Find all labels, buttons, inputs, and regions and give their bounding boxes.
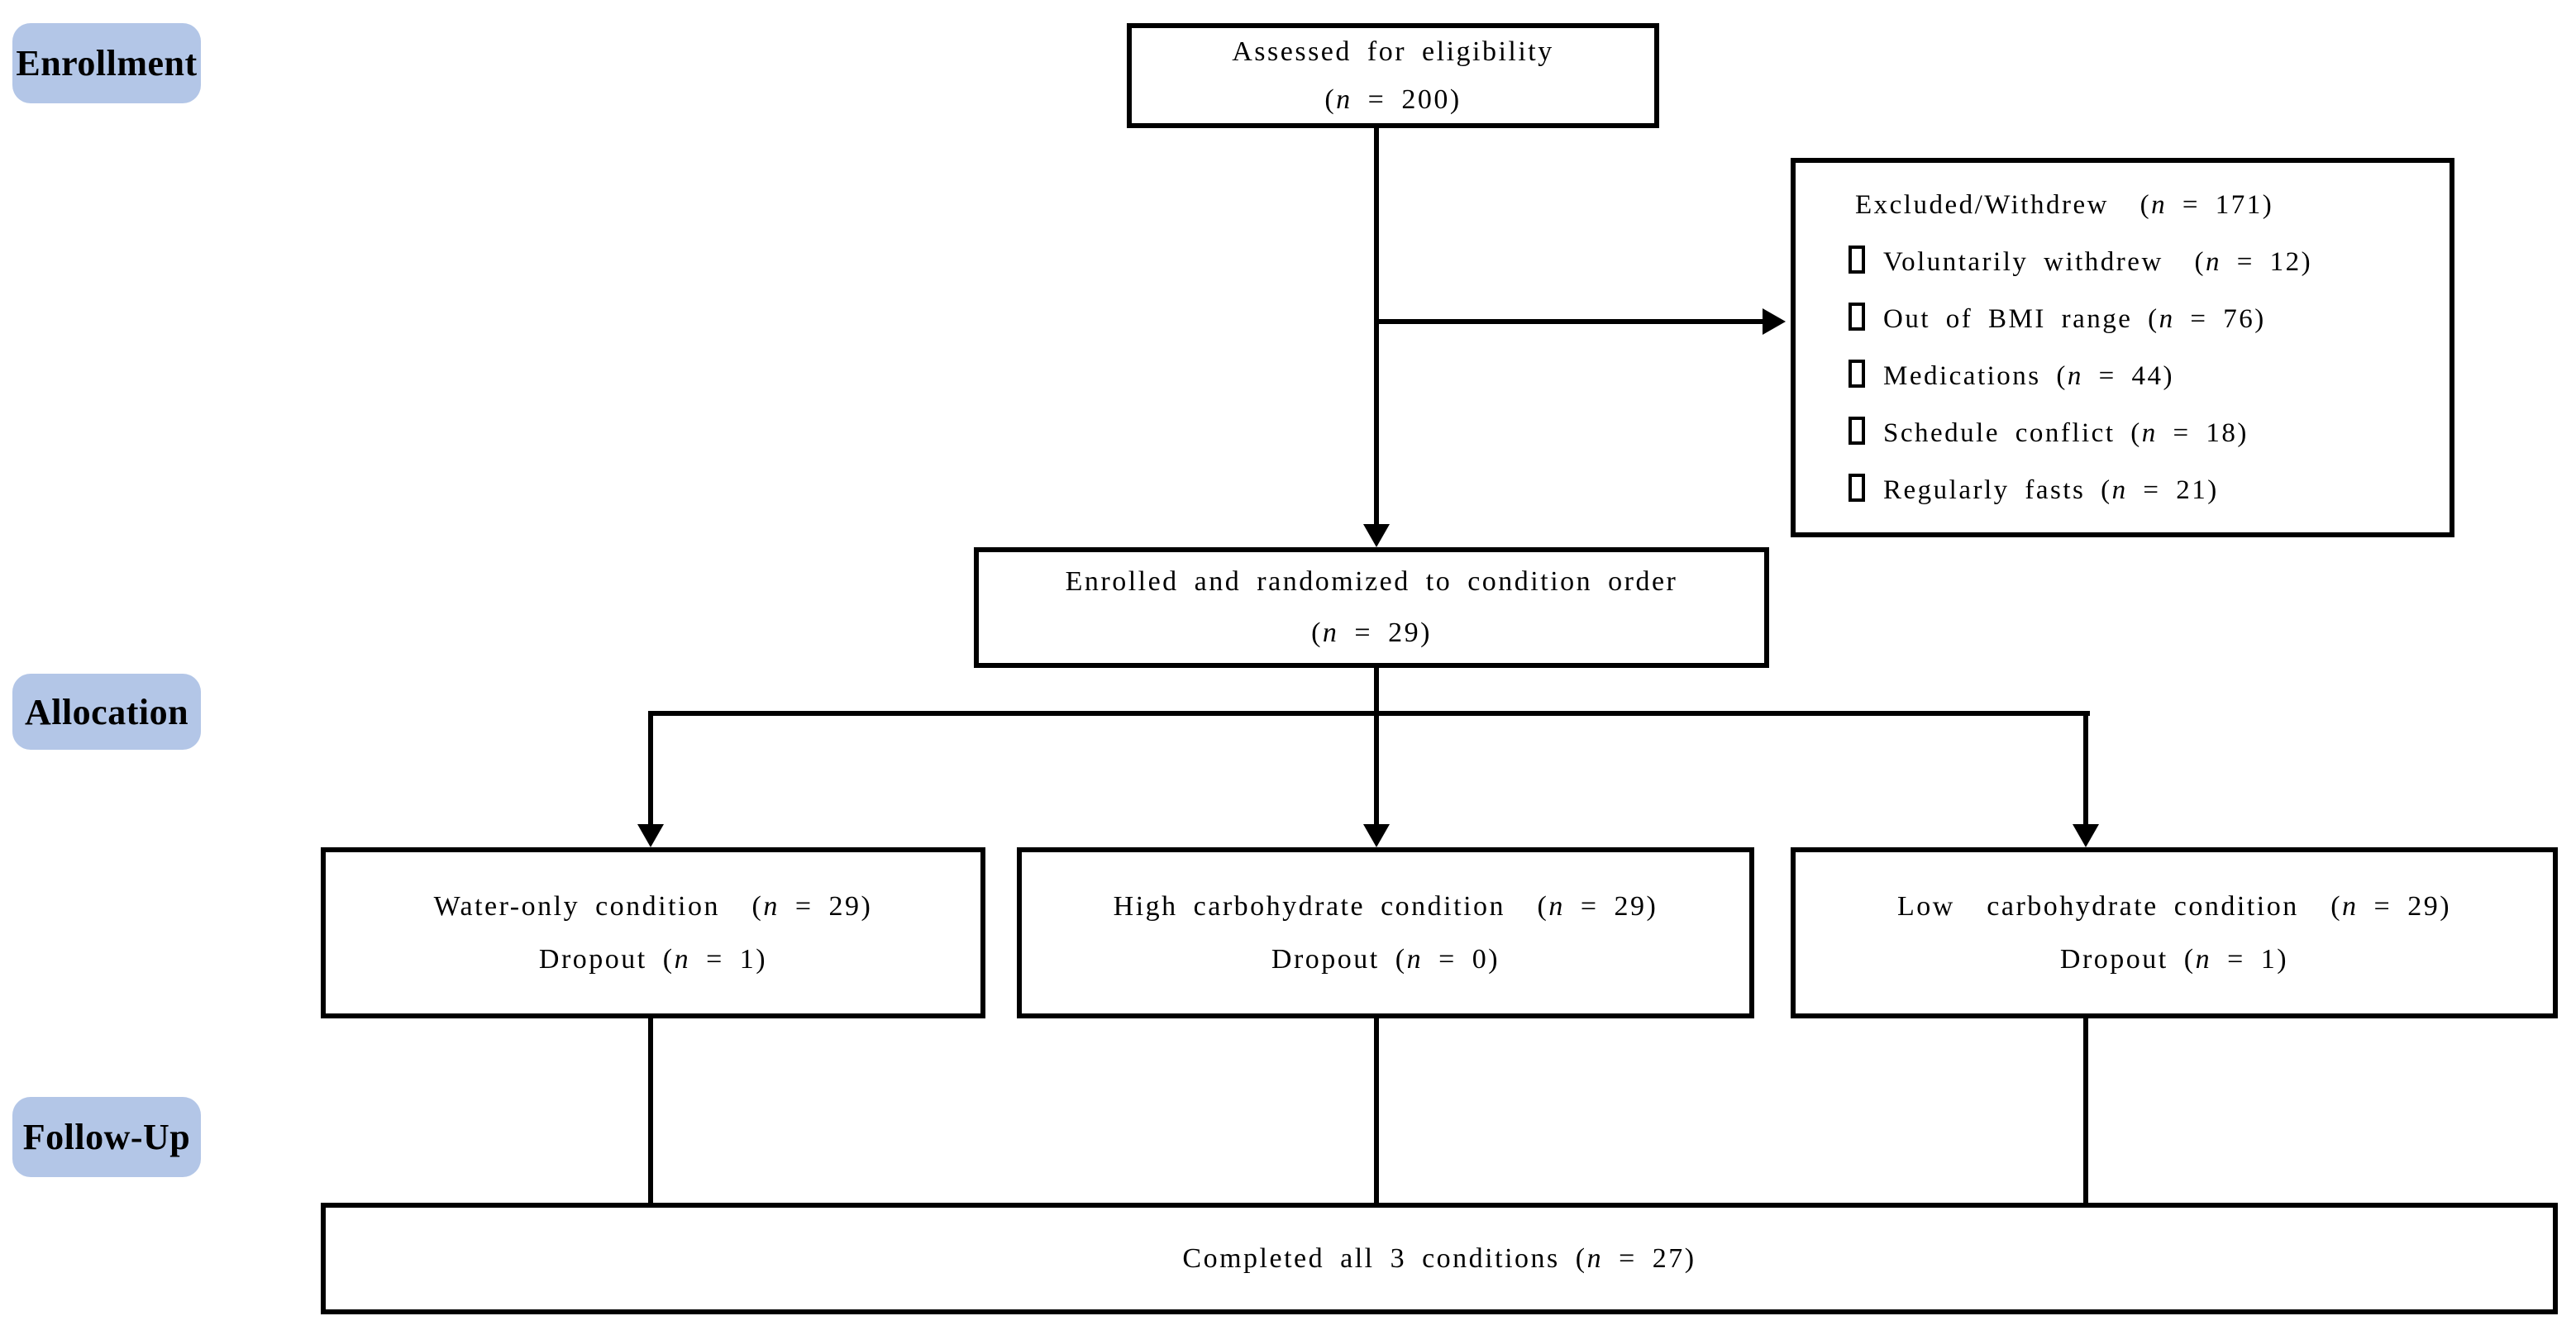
missing-glyph-bullet-icon <box>1849 359 1865 388</box>
excluded-item: Schedule conflict (n = 18) <box>1849 405 2249 462</box>
missing-glyph-bullet-icon <box>1849 245 1865 274</box>
excluded-item-text: Schedule conflict (n = 18) <box>1883 417 2249 448</box>
followup-stage-label: Follow-Up <box>12 1097 201 1177</box>
excluded-item: Voluntarily withdrew (n = 12) <box>1849 234 2312 291</box>
high-carbohydrate-condition-box: High carbohydrate condition (n = 29) Dro… <box>1017 847 1754 1018</box>
excluded-header: Excluded/Withdrew (n = 171) <box>1855 189 2274 220</box>
excluded-item-text: Voluntarily withdrew (n = 12) <box>1883 246 2313 277</box>
water-dropout: Dropout (n = 1) <box>538 943 768 975</box>
connector-high-carb-to-completed <box>1374 1018 1379 1203</box>
excluded-item: Out of BMI range (n = 76) <box>1849 291 2266 348</box>
high-carb-dropout: Dropout (n = 0) <box>1271 943 1500 975</box>
water-line1: Water-only condition (n = 29) <box>433 890 873 922</box>
allocation-branch-line <box>648 711 2090 716</box>
low-carb-dropout: Dropout (n = 1) <box>2059 943 2289 975</box>
missing-glyph-bullet-icon <box>1849 473 1865 502</box>
enrollment-stage-label: Enrollment <box>12 23 201 103</box>
allocation-stage-label: Allocation <box>12 674 201 750</box>
connector-low-carb-to-completed <box>2083 1018 2088 1203</box>
excluded-item-text: Out of BMI range (n = 76) <box>1883 303 2266 334</box>
excluded-item: Regularly fasts (n = 21) <box>1849 462 2219 519</box>
arrowhead-to-low-carb-icon <box>2073 824 2099 847</box>
enrolled-count: (n = 29) <box>1311 617 1432 648</box>
arrowhead-to-high-carb-icon <box>1363 824 1390 847</box>
branch-drop-right <box>2083 711 2088 824</box>
missing-glyph-bullet-icon <box>1849 416 1865 445</box>
enrolled-randomized-box: Enrolled and randomized to condition ord… <box>974 547 1769 668</box>
missing-glyph-bullet-icon <box>1849 302 1865 331</box>
arrowhead-to-enrolled-icon <box>1363 524 1390 547</box>
arrowhead-to-water-icon <box>637 824 664 847</box>
connector-assessed-to-enrolled <box>1374 128 1379 524</box>
low-carbohydrate-condition-box: Low carbohydrate condition (n = 29) Drop… <box>1791 847 2558 1018</box>
excluded-item-text: Medications (n = 44) <box>1883 360 2174 391</box>
excluded-item: Medications (n = 44) <box>1849 348 2174 405</box>
assessed-count: (n = 200) <box>1324 83 1462 115</box>
connector-water-to-completed <box>648 1018 653 1203</box>
assessed-line1: Assessed for eligibility <box>1232 36 1554 67</box>
connector-enrolled-to-branch <box>1374 668 1379 824</box>
high-carb-line1: High carbohydrate condition (n = 29) <box>1113 890 1658 922</box>
connector-to-excluded <box>1374 319 1763 324</box>
low-carb-line1: Low carbohydrate condition (n = 29) <box>1896 890 2452 922</box>
excluded-item-text: Regularly fasts (n = 21) <box>1883 474 2219 505</box>
excluded-withdrew-box: Excluded/Withdrew (n = 171) Voluntarily … <box>1791 158 2454 537</box>
completed-line1: Completed all 3 conditions (n = 27) <box>1182 1242 1696 1274</box>
completed-box: Completed all 3 conditions (n = 27) <box>321 1203 2558 1314</box>
water-only-condition-box: Water-only condition (n = 29) Dropout (n… <box>321 847 985 1018</box>
enrolled-line1: Enrolled and randomized to condition ord… <box>1065 566 1678 597</box>
branch-drop-left <box>648 711 653 824</box>
assessed-eligibility-box: Assessed for eligibility (n = 200) <box>1127 23 1659 128</box>
arrowhead-to-excluded-icon <box>1763 308 1786 335</box>
